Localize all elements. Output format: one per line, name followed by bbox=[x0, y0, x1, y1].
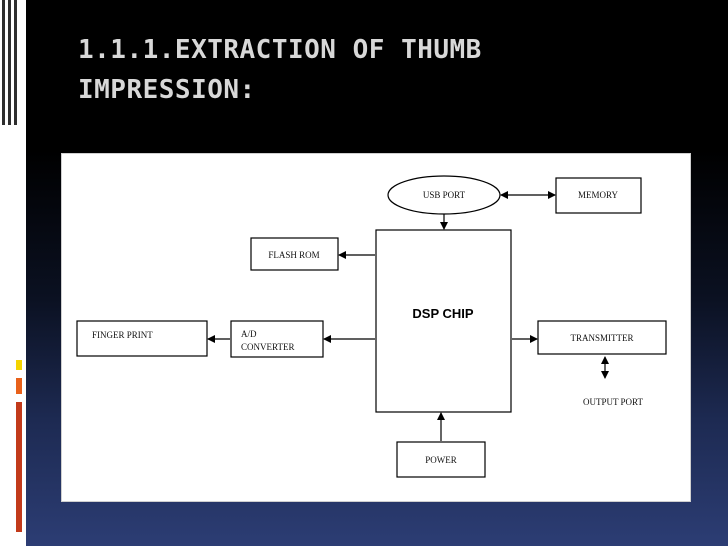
bar-grille-line bbox=[8, 0, 11, 125]
finger-print-node bbox=[76, 320, 208, 357]
block-diagram-svg: USB PORT MEMORY FLASH ROM DSP CHIP FINGE… bbox=[76, 175, 667, 478]
usb-port-label: USB PORT bbox=[423, 190, 466, 200]
flash-rom-label: FLASH ROM bbox=[268, 250, 319, 260]
finger-print-label: FINGER PRINT bbox=[92, 330, 153, 340]
ad-converter-label-line1: A/D bbox=[241, 329, 257, 339]
memory-label: MEMORY bbox=[578, 190, 619, 200]
bar-grille-line bbox=[2, 0, 5, 125]
flash-rom-node bbox=[250, 237, 339, 271]
slide-left-bar bbox=[0, 0, 26, 546]
accent-bar-red bbox=[16, 402, 22, 532]
transmitter-node bbox=[537, 320, 667, 355]
title-line-2: IMPRESSION: bbox=[78, 75, 256, 105]
output-port-label: OUTPUT PORT bbox=[583, 397, 644, 407]
dsp-chip-node bbox=[375, 229, 512, 413]
power-node bbox=[396, 441, 486, 478]
transmitter-label: TRANSMITTER bbox=[571, 333, 634, 343]
accent-bar-orange bbox=[16, 378, 22, 394]
bar-grille-line bbox=[14, 0, 17, 125]
power-label: POWER bbox=[425, 455, 457, 465]
block-diagram: USB PORT MEMORY FLASH ROM DSP CHIP FINGE… bbox=[61, 153, 691, 502]
ad-converter-node bbox=[230, 320, 324, 358]
slide-title: 1.1.1.EXTRACTION OF THUMB IMPRESSION: bbox=[78, 30, 698, 110]
dsp-chip-label: DSP CHIP bbox=[412, 306, 473, 321]
ad-converter-label-line2: CONVERTER bbox=[241, 342, 294, 352]
memory-node bbox=[555, 177, 642, 214]
title-line-1: 1.1.1.EXTRACTION OF THUMB bbox=[78, 35, 482, 65]
accent-bar-yellow bbox=[16, 360, 22, 370]
